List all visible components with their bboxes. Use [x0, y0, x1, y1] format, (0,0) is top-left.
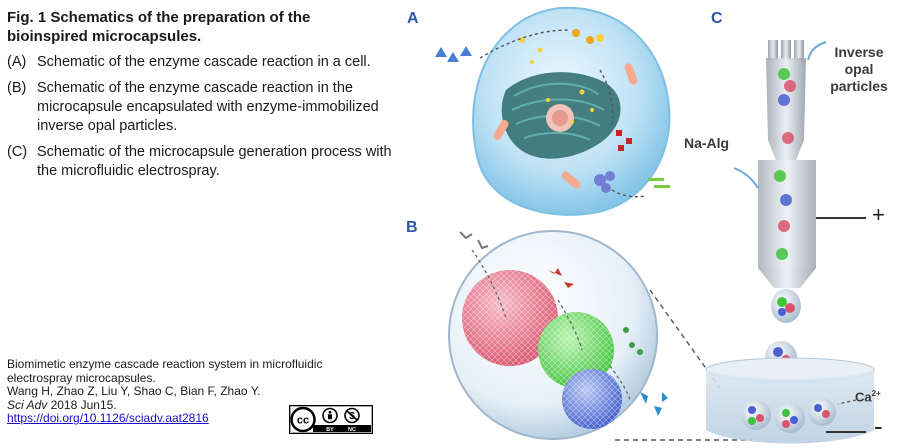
electrospray-device [705, 40, 875, 444]
nc-label: NC [348, 427, 356, 433]
figure-title: Fig. 1 Schematics of the preparation of … [7, 9, 311, 45]
cc-license-badge[interactable]: cc $ BY NC [289, 405, 373, 434]
label-na-alg: Na-Alg [684, 135, 730, 151]
microcapsule-illustration [448, 230, 752, 441]
caption-item-text: Schematic of the enzyme cascade reaction… [37, 80, 379, 134]
citation-journal-line: Sci Adv 2018 Jun15. [7, 397, 337, 413]
caption-item-c: (C) Schematic of the microcapsule genera… [7, 143, 392, 181]
caption-item-label: (B) [7, 80, 27, 96]
citation-date: 2018 Jun15. [47, 397, 117, 412]
panel-letter-c: C [711, 10, 723, 27]
schematic-illustration [435, 6, 875, 444]
label-inverse: Inverse [834, 44, 884, 60]
svg-text:cc: cc [297, 415, 309, 427]
label-opal: opal [844, 61, 874, 77]
label-ca-charge: 2+ [871, 389, 881, 398]
caption-item-text: Schematic of the enzyme cascade reaction… [37, 54, 371, 70]
panel-letter-a: A [407, 10, 419, 27]
label-particles: particles [830, 78, 888, 94]
caption-item-label: (C) [7, 144, 28, 160]
caption-item-label: (A) [7, 54, 27, 70]
figure-caption: Fig. 1 Schematics of the preparation of … [7, 8, 392, 188]
label-plus: + [872, 202, 885, 227]
citation: Biomimetic enzyme cascade reaction syste… [7, 357, 337, 426]
caption-item-b: (B) Schematic of the enzyme cascade reac… [7, 79, 392, 136]
label-inverse-opal-particles: Inverse opal particles [824, 44, 894, 95]
caption-item-text: Schematic of the microcapsule generation… [37, 144, 392, 179]
citation-authors: Wang H, Zhao Z, Liu Y, Shao C, Bian F, Z… [7, 384, 261, 398]
cell-illustration [435, 6, 671, 216]
cc-icon [290, 406, 316, 433]
caption-item-a: (A) Schematic of the enzyme cascade reac… [7, 53, 392, 72]
panel-letter-b: B [406, 219, 418, 236]
citation-journal: Sci Adv [7, 397, 48, 412]
by-label: BY [326, 427, 334, 433]
label-minus: - [874, 411, 883, 441]
citation-title-line2: electrospray microcapsules. [7, 370, 156, 385]
doi-link[interactable]: https://doi.org/10.1126/sciadv.aat2816 [7, 411, 209, 425]
citation-title-line1: Biomimetic enzyme cascade reaction syste… [7, 357, 323, 371]
label-ca-symbol: Ca [855, 389, 872, 405]
label-ca: Ca2+ [855, 385, 881, 405]
